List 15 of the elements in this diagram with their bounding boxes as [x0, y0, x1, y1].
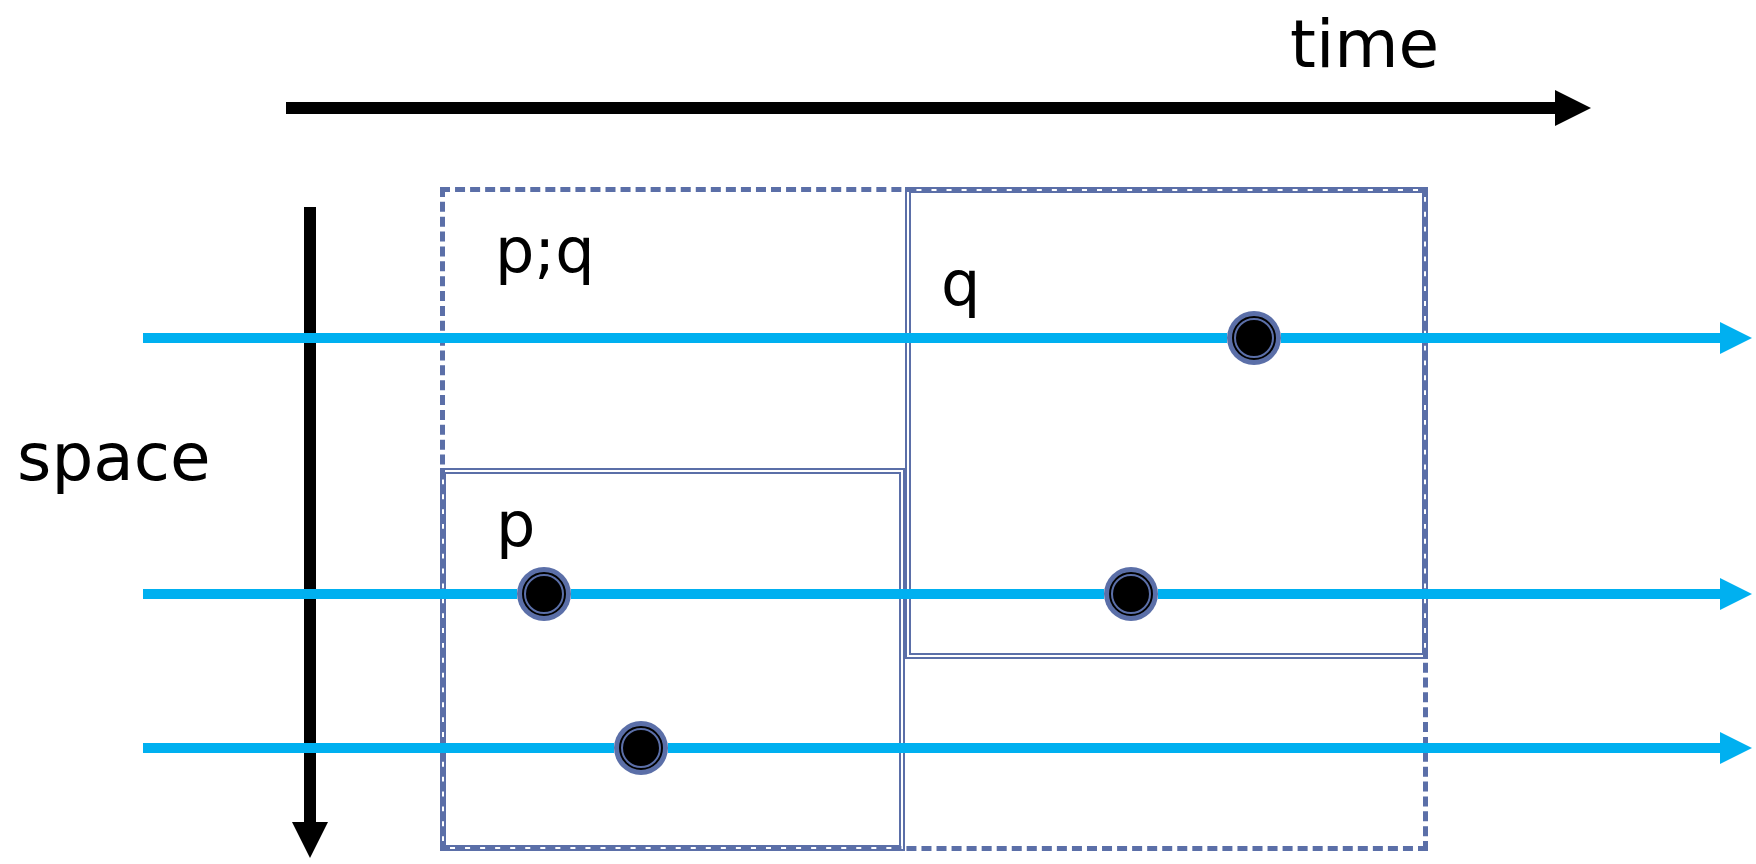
process-line [143, 589, 517, 599]
process-line [143, 743, 614, 753]
process-line [668, 732, 1752, 764]
axis-label: time [1290, 12, 1440, 78]
process-line [143, 333, 1227, 343]
process-line [1158, 578, 1752, 610]
event-dot [1230, 314, 1278, 362]
event-dot [617, 724, 665, 772]
event-dot [520, 570, 568, 618]
event-dot [1107, 570, 1155, 618]
process-box [905, 187, 1428, 659]
process-box [440, 187, 1428, 851]
process-line [571, 589, 1104, 599]
process-line [1281, 322, 1752, 354]
process-box [440, 468, 905, 851]
